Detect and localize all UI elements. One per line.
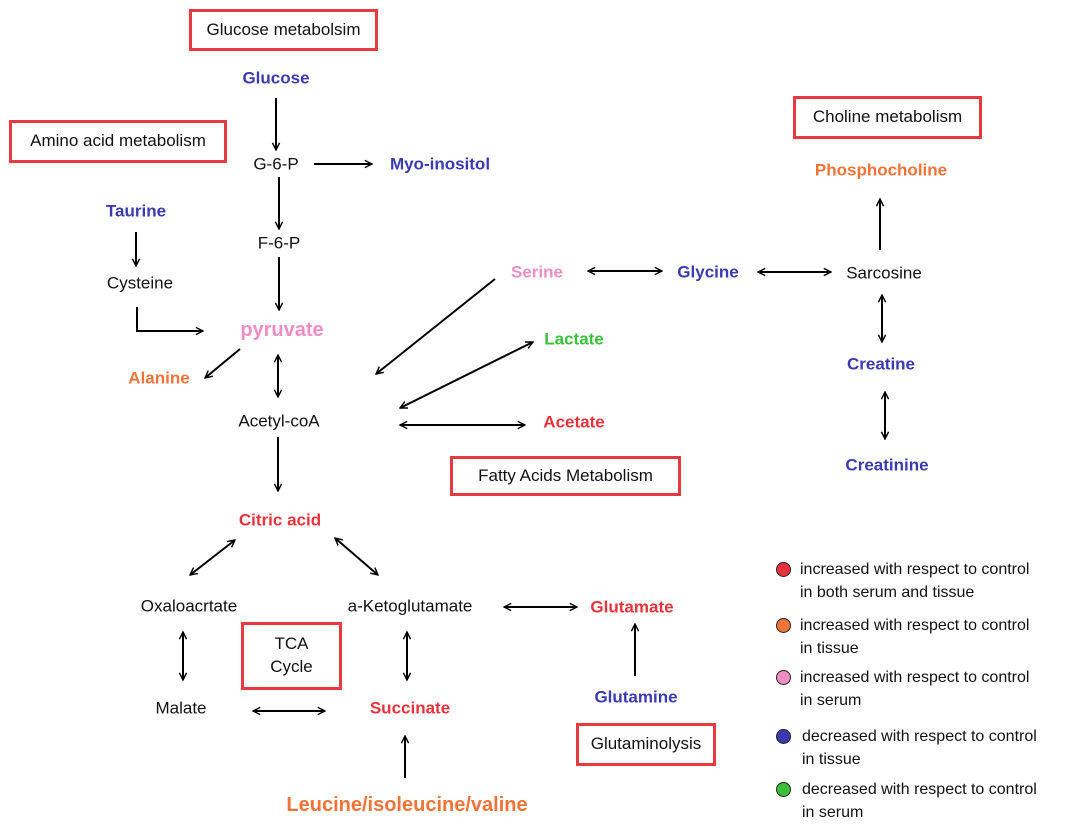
metabolite-glutamine: Glutamine [594,687,678,707]
tca-cycle-label-line2: Cycle [270,657,313,676]
metabolite-citric-acid: Citric acid [238,510,322,530]
legend-dot-blue-icon [776,729,791,744]
legend-text-line2: in tissue [800,640,859,657]
legend-text-line1: decreased with respect to control [802,728,1037,745]
metabolite-creatine: Creatine [846,354,916,374]
amino-acid-metabolism-label: Amino acid metabolism [30,131,206,151]
legend-text-line1: increased with respect to control [800,669,1030,686]
glutaminolysis-box: Glutaminolysis [576,723,716,766]
metabolite-f6p: F-6-P [257,233,301,253]
legend-dot-red-icon [776,562,791,577]
metabolite-oxaloacetate: Oxaloacrtate [140,596,238,616]
arrow-acetyl-coa-to-lactate [400,341,533,409]
fatty-acids-metabolism-label: Fatty Acids Metabolism [478,465,653,485]
metabolite-malate: Malate [155,698,207,718]
tca-cycle-label-line1: TCA [274,634,309,654]
metabolite-sarcosine: Sarcosine [846,263,922,283]
metabolite-phosphocholine: Phosphocholine [814,160,948,180]
glucose-metabolism-box: Glucose metabolsim [189,9,378,51]
metabolite-creatinine: Creatinine [845,455,929,475]
amino-acid-metabolism-box: Amino acid metabolism [9,120,227,163]
metabolite-a-ketoglutarate: a-Ketoglutamate [347,596,473,616]
metabolite-glycine: Glycine [677,262,739,282]
metabolite-taurine: Taurine [105,201,167,221]
legend-text-line2: in serum [800,692,862,709]
metabolite-g6p: G-6-P [253,154,299,174]
legend-dot-orange-icon [776,618,791,633]
metabolite-leucine-isoleucine-valine: Leucine/isoleucine/valine [286,794,528,816]
glucose-metabolism-label: Glucose metabolsim [206,19,361,39]
metabolite-myo-inositol: Myo-inositol [389,154,491,174]
metabolite-glucose: Glucose [242,68,310,88]
choline-metabolism-box: Choline metabolism [793,96,982,139]
metabolite-succinate: Succinate [369,698,451,718]
glutaminolysis-label: Glutaminolysis [590,734,702,754]
metabolite-pyruvate: pyruvate [240,319,324,341]
legend-dot-green-icon [776,782,791,797]
metabolite-serine: Serine [511,262,563,282]
arrow-cysteine-to-pyruvate [136,307,203,331]
tca-cycle-box: TCA Cycle [241,622,342,690]
metabolite-lactate: Lactate [544,329,604,349]
arrow-citric-acid-to-a-ketoglutarate [335,538,378,575]
choline-metabolism-label: Choline metabolism [812,107,963,127]
metabolite-acetyl-coa: Acetyl-coA [238,411,320,431]
legend-dot-pink-icon [776,670,791,685]
legend-text-line2: in both serum and tissue [800,584,975,601]
arrow-serine-to-acetyl-coa [376,278,496,374]
metabolite-acetate: Acetate [543,412,605,432]
arrow-pyruvate-to-alanine [205,348,241,378]
fatty-acids-metabolism-box: Fatty Acids Metabolism [450,456,681,496]
metabolite-alanine: Alanine [128,368,190,388]
arrow-citric-acid-to-oxaloacetate [190,540,235,575]
legend-text-line2: in serum [802,804,864,821]
metabolite-cysteine: Cysteine [106,273,174,293]
metabolite-glutamate: Glutamate [590,597,674,617]
legend-text-line1: increased with respect to control [800,617,1030,634]
legend-text-line2: in tissue [802,751,861,768]
legend-text-line1: increased with respect to control [800,561,1030,578]
legend-text-line1: decreased with respect to control [802,781,1037,798]
